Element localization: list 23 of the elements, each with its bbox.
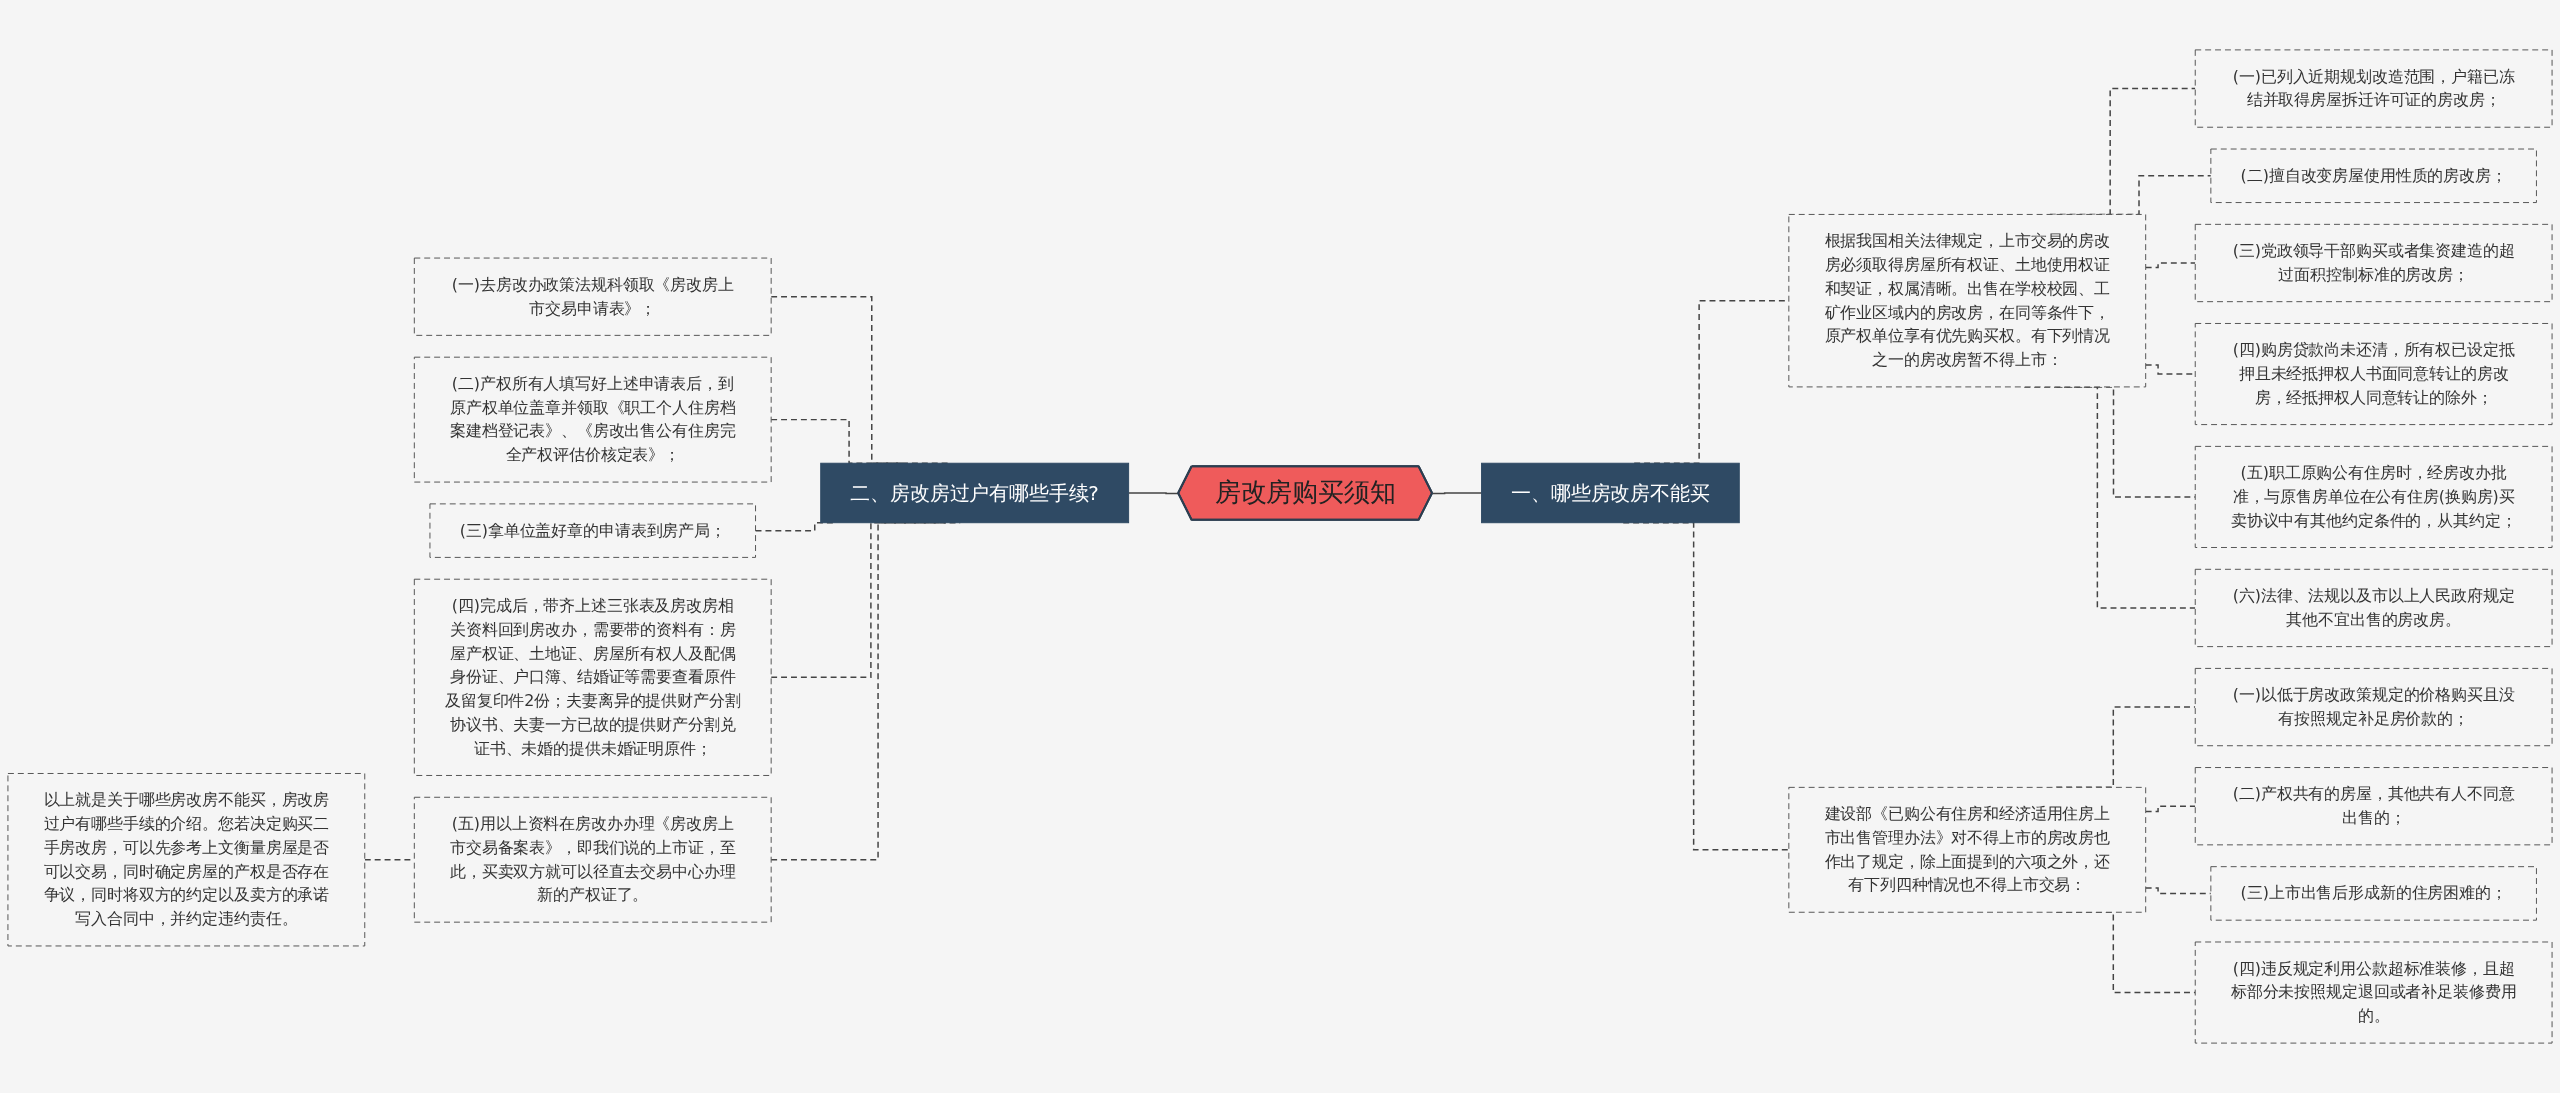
- node-box: [1788, 786, 2147, 913]
- node-box: [2210, 148, 2537, 204]
- node-box: [1481, 462, 1740, 524]
- node-box: [413, 578, 772, 776]
- connector: [2144, 805, 2196, 813]
- node-box: [413, 356, 772, 483]
- node-box: [2194, 667, 2553, 747]
- node-box: [1788, 213, 2147, 388]
- node-box: [413, 257, 772, 336]
- node-box: [413, 796, 772, 923]
- node-box: [820, 462, 1130, 524]
- connector: [1431, 492, 1483, 495]
- connector: [2144, 262, 2196, 269]
- node-box: [2194, 223, 2553, 303]
- node-box: [2210, 866, 2537, 921]
- node-box: [429, 503, 757, 558]
- node-box: [2194, 767, 2553, 846]
- node-box: [2194, 445, 2553, 548]
- node-box: [2194, 323, 2553, 426]
- node-box: [2194, 49, 2553, 128]
- node-box: [2194, 568, 2553, 648]
- node-box: [7, 773, 366, 947]
- node-box: [2194, 941, 2553, 1044]
